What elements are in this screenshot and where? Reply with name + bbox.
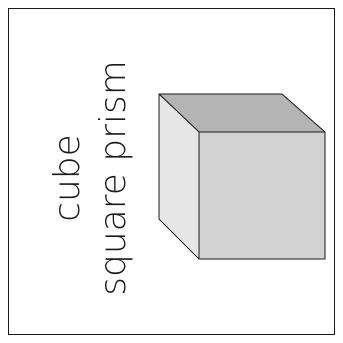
label-group: cube square prism <box>31 37 133 319</box>
cube-icon <box>159 94 339 274</box>
flashcard: cube square prism <box>8 8 335 335</box>
shape-category-label: square prism <box>93 60 134 296</box>
cube-front-face <box>199 132 325 259</box>
shape-name-label: cube <box>47 134 88 222</box>
rotated-labels: cube square prism <box>31 37 133 319</box>
cube-shape <box>159 94 339 274</box>
